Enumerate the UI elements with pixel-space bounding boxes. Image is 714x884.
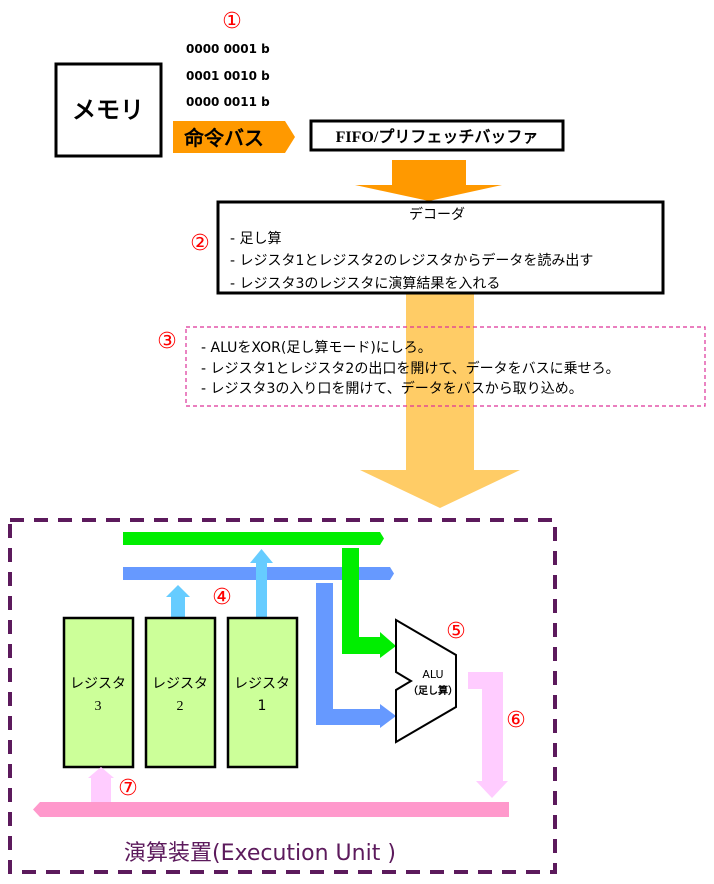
control-line: - レジスタ3の入り口を開けて、データをバスから取り込め。 [201, 380, 583, 397]
control-signal-box [185, 326, 706, 407]
green-to-alu-arrow [342, 548, 396, 658]
memory-box [54, 62, 163, 158]
control-lines: - ALUをXOR(足し算モード)にしろ。 - レジスタ1とレジスタ2の出口を開… [201, 340, 620, 397]
register1-out-arrow [250, 549, 273, 617]
fifo-label: FIFO/プリフェッチバッファ [336, 127, 539, 146]
step-3-label: ③ [157, 329, 177, 354]
decoder-line: - レジスタ3のレジスタに演算結果を入れる [230, 276, 500, 292]
register-number: 1 [258, 698, 267, 714]
binary-line: 0000 0001 b [186, 42, 270, 56]
register-number: 3 [95, 699, 102, 714]
decoder-line: - レジスタ1とレジスタ2のレジスタからデータを読み出す [230, 252, 593, 269]
pink-result-bus [33, 802, 509, 817]
execution-unit-title: 演算装置(Execution Unit ) [124, 841, 396, 866]
alu-label: ALU [422, 668, 443, 681]
control-line: - ALUをXOR(足し算モード)にしろ。 [201, 340, 432, 356]
register-2 [144, 616, 217, 769]
step-5-label: ⑤ [446, 619, 466, 644]
alu-shape [395, 618, 457, 744]
binary-instructions: 0000 0001 b 0001 0010 b 0000 0011 b [186, 42, 270, 109]
binary-line: 0001 0010 b [186, 69, 270, 83]
register2-out-arrow [166, 585, 190, 617]
decoder-box [216, 200, 665, 295]
step-6-label: ⑥ [506, 708, 526, 733]
step-1-label: ① [222, 9, 242, 34]
instruction-bus-arrow [173, 121, 295, 153]
registers: レジスタ 3 レジスタ 2 レジスタ 1 [62, 616, 299, 769]
decoder-line: - 足し算 [230, 231, 282, 247]
memory-label: メモリ [72, 96, 144, 124]
register-label: レジスタ [152, 676, 208, 692]
step-7-label: ⑦ [118, 776, 138, 801]
register-1 [226, 616, 299, 769]
decoder-to-unit-arrow [360, 293, 520, 508]
decoder-title: デコーダ [409, 206, 465, 223]
binary-line: 0000 0011 b [186, 95, 270, 109]
blue-to-alu-arrow [316, 583, 396, 728]
step-4-label: ④ [212, 585, 232, 610]
execution-unit-box [8, 518, 557, 874]
step-2-label: ② [190, 231, 210, 256]
register-label: レジスタ [234, 676, 290, 692]
instruction-bus-label: 命令バス [184, 126, 264, 150]
register-3 [62, 616, 135, 769]
register3-in-arrow [88, 767, 114, 802]
green-bus [123, 532, 384, 545]
fifo-to-decoder-arrow [355, 160, 502, 201]
register-number: 2 [177, 699, 184, 714]
control-line: - レジスタ1とレジスタ2の出口を開けて、データをバスに乗せろ。 [201, 360, 620, 377]
decoder-lines: - 足し算 - レジスタ1とレジスタ2のレジスタからデータを読み出す - レジス… [230, 231, 593, 292]
fifo-box [309, 119, 565, 152]
register-label: レジスタ [70, 676, 126, 692]
alu-mode: （足し算） [408, 684, 458, 697]
alu-output-arrow [468, 672, 508, 798]
